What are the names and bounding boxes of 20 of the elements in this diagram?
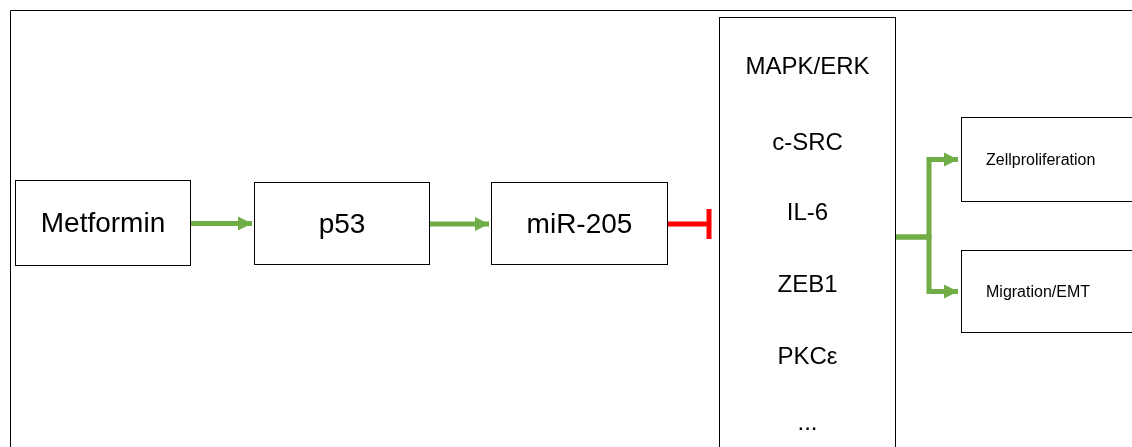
node-label: ZEB1 <box>776 270 839 298</box>
arrow <box>191 216 252 231</box>
node-label: miR-205 <box>525 207 634 240</box>
node-label: c-SRC <box>771 128 844 156</box>
process-box <box>719 17 896 447</box>
process-box <box>961 117 1132 202</box>
node-label: ... <box>796 408 819 436</box>
node-label: PKCε <box>776 342 839 370</box>
process-box <box>491 182 668 265</box>
node-label: Metformin <box>39 207 167 239</box>
node-label: Migration/EMT <box>986 282 1091 301</box>
process-box <box>254 182 430 265</box>
node-label: Zellproliferation <box>986 150 1096 169</box>
arrow <box>896 234 958 299</box>
arrow <box>430 217 489 231</box>
node-label: p53 <box>317 207 367 240</box>
process-box <box>961 250 1132 333</box>
process-box <box>15 180 191 266</box>
node-label: MAPK/ERK <box>744 52 871 80</box>
node-label: IL-6 <box>785 198 830 226</box>
